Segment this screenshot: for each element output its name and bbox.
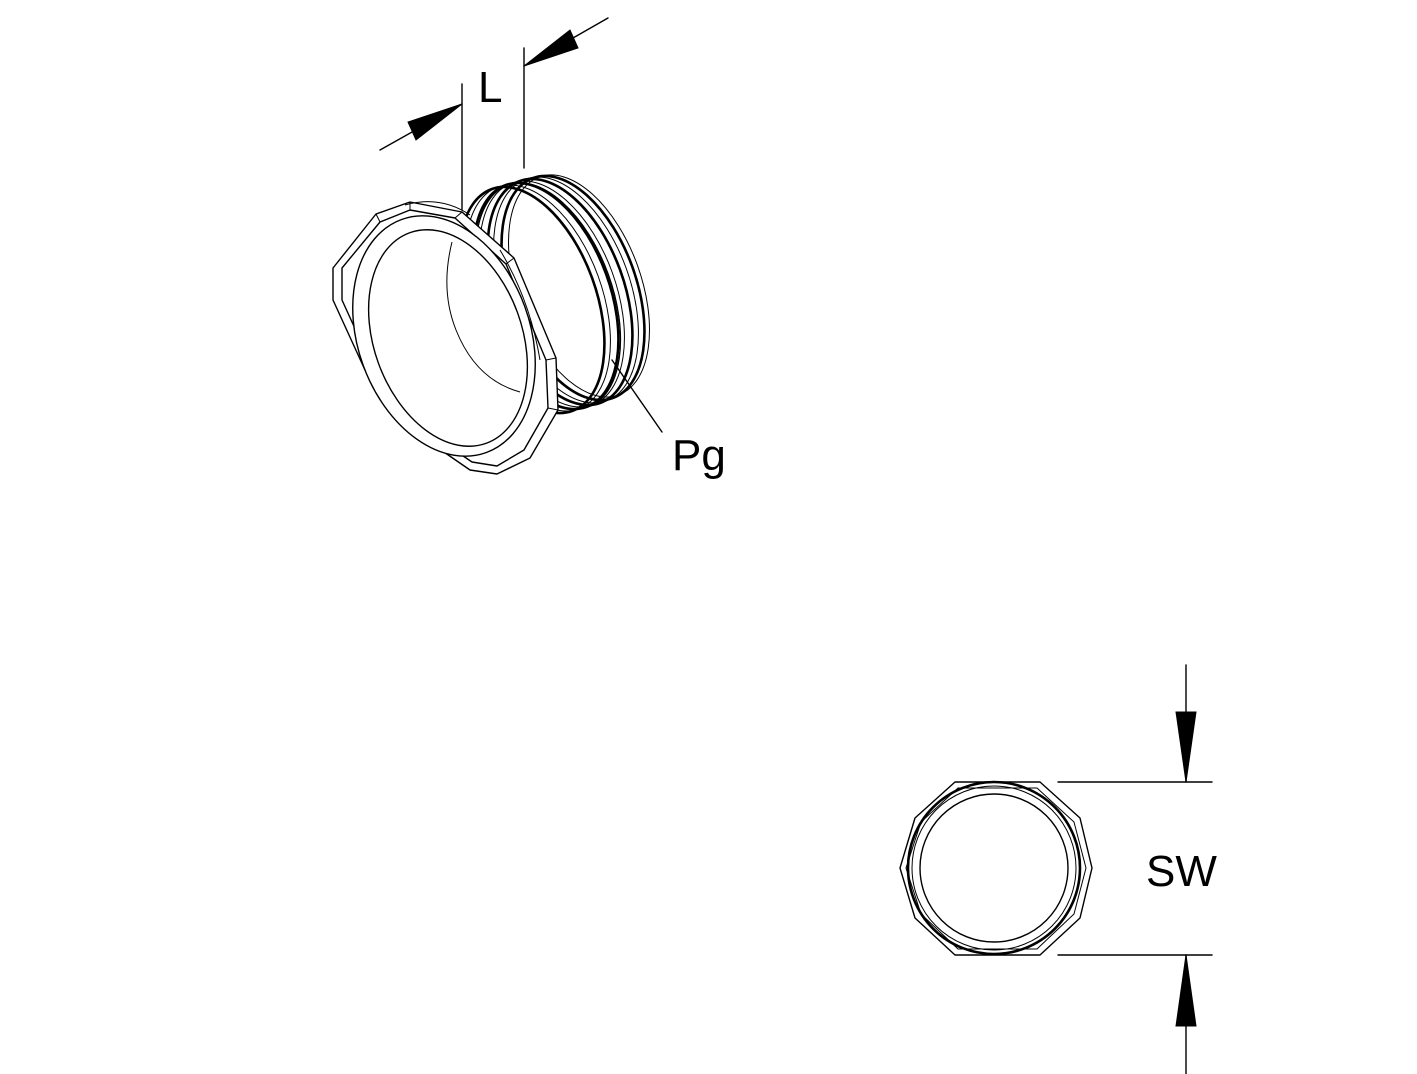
front-view: SW	[899, 664, 1217, 1074]
dimension-L: L	[379, 17, 609, 211]
dimension-SW: SW	[1057, 664, 1217, 1074]
bore	[919, 793, 1069, 943]
wrench-size-label: SW	[1146, 847, 1217, 896]
hex-nut	[332, 201, 559, 475]
hex-outline	[899, 781, 1093, 956]
arrow-top	[1175, 711, 1197, 783]
length-label: L	[478, 63, 502, 112]
outer-ring	[906, 780, 1082, 956]
thread-label: Pg	[672, 431, 726, 480]
isometric-view: L Pg	[332, 17, 726, 480]
leader-Pg: Pg	[611, 359, 726, 480]
arrow-right	[523, 29, 579, 67]
arrow-left	[407, 103, 463, 141]
arrow-bottom	[1175, 954, 1197, 1027]
